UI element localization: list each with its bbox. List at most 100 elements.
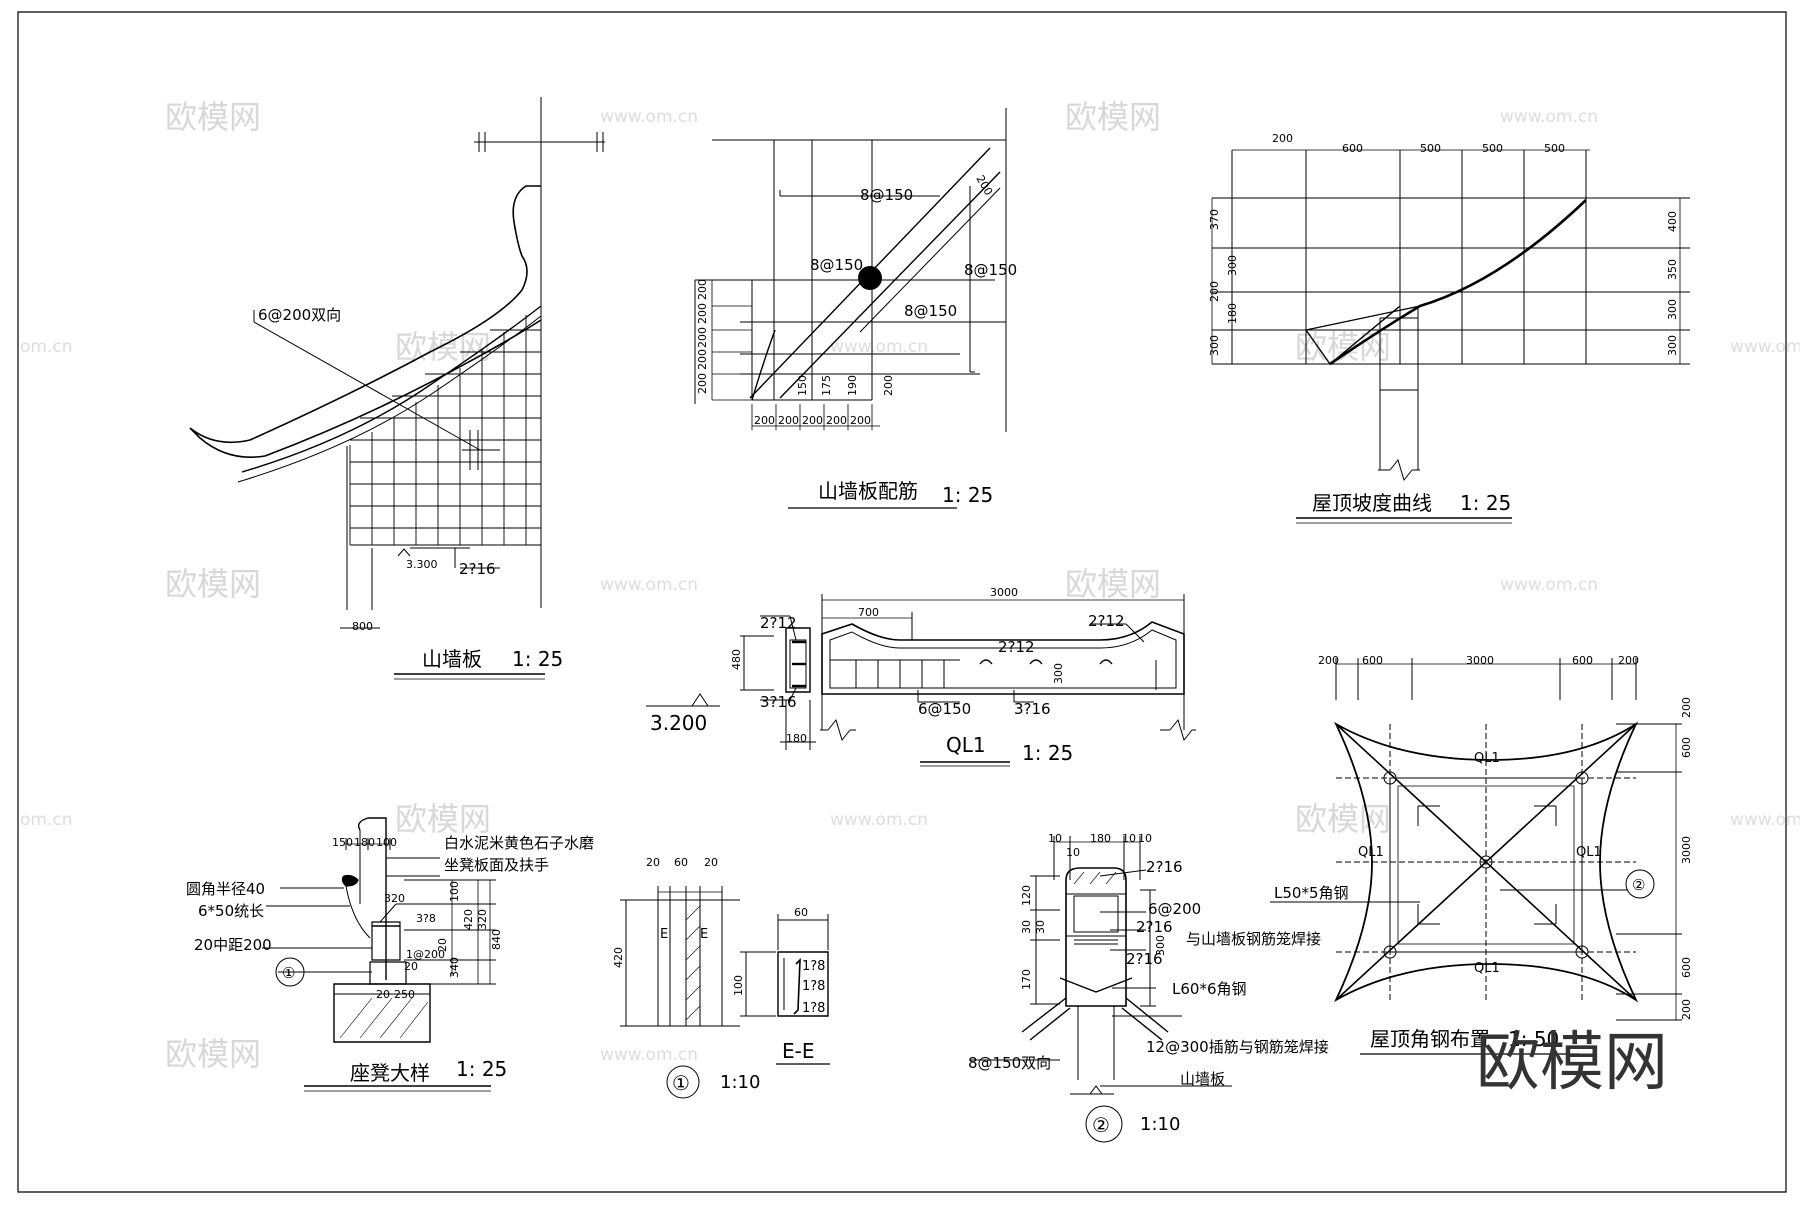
drawing-detail1: 20 60 20 420 E E 60 100 1?8 1?8 1?8 E-E …: [612, 856, 830, 1098]
dim-label: 3?8: [416, 912, 436, 925]
dim-right: 300: [1666, 335, 1679, 356]
dim-left: 200: [696, 279, 709, 300]
watermark-url: www.om.cn: [830, 337, 928, 357]
watermark-url: www.om.cn: [600, 575, 698, 595]
drawing-jiaogang: 200 600 3000 600 200 200 600 3000 600 20…: [1270, 654, 1693, 1054]
dim-right: 3000: [1680, 836, 1693, 864]
dim-lines: [712, 280, 880, 430]
dim-inner: 175: [820, 375, 833, 396]
dim-right: 300: [1154, 935, 1167, 956]
watermark-url: www.om.cn: [1500, 575, 1598, 595]
dim-label: 420: [462, 909, 475, 930]
rebar-label: 8@150: [904, 302, 957, 320]
cap-hatch: [1074, 872, 1116, 884]
watermark-brand: 欧模网: [1295, 800, 1391, 838]
watermark-url: www.om.cn: [1730, 337, 1800, 357]
brand-logo: 欧模网: [1476, 1026, 1668, 1100]
watermark-layer: 欧模网 www.om.cn 欧模网 www.om.cn om.cn 欧模网 ww…: [20, 98, 1800, 1073]
dim-top: 180: [1090, 832, 1111, 845]
dim-left: 200: [696, 303, 709, 324]
rebar-label: 2?12: [998, 638, 1035, 656]
dim-right: 600: [1680, 737, 1693, 758]
section-dim: 60: [794, 906, 808, 919]
rebar-note: 8@150双向: [968, 1054, 1051, 1072]
rebar-label: 8@150: [860, 186, 913, 204]
dim-left: 200: [696, 327, 709, 348]
dim-top: 180: [354, 836, 375, 849]
drawing-zuodeng: 白水泥米黄色石子水磨 坐凳板面及扶手 圆角半径40 6*50统长 20中距200…: [186, 818, 594, 1091]
beam-label: QL1: [1474, 751, 1500, 766]
drawing-scale: 1: 50: [1508, 1027, 1559, 1051]
dim-top: 200: [1318, 654, 1339, 667]
watermark-brand: 欧模网: [1065, 565, 1161, 603]
watermark-brand: 欧模网: [165, 565, 261, 603]
watermark-brand: 欧模网: [165, 1035, 261, 1073]
watermark-brand: 欧模网: [395, 328, 491, 366]
dim-top: 600: [1342, 142, 1363, 155]
rebar-note: 2?16: [1126, 950, 1163, 968]
dim-left: 170: [1020, 969, 1033, 990]
watermark-brand: 欧模网: [165, 98, 261, 136]
rebar-joint-dot: [858, 266, 882, 290]
detail-mark: ②: [1092, 1113, 1110, 1137]
dim-right: 200: [1680, 999, 1693, 1020]
dim-bottom: 200: [850, 414, 871, 427]
detail-mark: ①: [672, 1071, 690, 1095]
angle-steel-note: L50*5角钢: [1274, 884, 1349, 902]
bar-note: 6*50统长: [198, 902, 264, 920]
drawing-peijin: 8@150 8@150 8@150 8@150 200 200 200 200 …: [695, 108, 1017, 508]
dim-label: 250: [394, 988, 415, 1001]
section-title: E-E: [782, 1039, 815, 1063]
dim-left: 30: [1034, 920, 1047, 934]
section-label: 1?8: [802, 1001, 825, 1016]
dim-inner: 150: [796, 375, 809, 396]
drawing-title: 屋顶角钢布置: [1370, 1027, 1490, 1051]
dim-bottom: 200: [826, 414, 847, 427]
watermark-url: www.om.cn: [1500, 107, 1598, 127]
dim-top: 10: [1048, 832, 1062, 845]
drawing-scale: 1:10: [1140, 1114, 1180, 1135]
rebar-note: 6@200双向: [258, 306, 341, 324]
ee-section: [778, 952, 828, 1016]
drawing-scale: 1: 25: [1022, 741, 1073, 765]
drawing-ql1: 3000 700 480 180 300 2?12 2?12 2?12 3?16…: [646, 586, 1196, 766]
dim-top: 60: [674, 856, 688, 869]
elevation-label: 3.300: [406, 558, 438, 571]
watermark-url: www.om.cn: [1730, 810, 1800, 830]
drawing-scale: 1: 25: [1460, 491, 1511, 515]
watermark-url: www.om.cn: [600, 107, 698, 127]
drawing-detail2: 10 180 10 10 10 120 30 30 170 300 2?16 6…: [968, 832, 1329, 1142]
finish-note: 坐凳板面及扶手: [444, 856, 549, 874]
cut-mark: E: [700, 927, 708, 942]
beam-label: QL1: [1358, 845, 1384, 860]
dim-label: 1@200: [406, 948, 445, 961]
wall-hatch: [686, 906, 700, 1020]
dim-label: 3000: [990, 586, 1018, 599]
drawing-scale: 1: 25: [512, 647, 563, 671]
dim-label: 100: [448, 881, 461, 902]
drawing-title: 座凳大样: [350, 1061, 430, 1085]
dim-top: 600: [1572, 654, 1593, 667]
dim-left: 200: [1208, 281, 1221, 302]
dim-label: 200: [973, 173, 995, 198]
rebar-label: 2?12: [760, 614, 797, 632]
dim-label: 840: [490, 929, 503, 950]
dim-right: 400: [1666, 211, 1679, 232]
dim-top: 100: [376, 836, 397, 849]
dim-top: 150: [332, 836, 353, 849]
section-label: 1?8: [802, 979, 825, 994]
spacing-note: 20中距200: [194, 936, 272, 954]
dim-top: 500: [1420, 142, 1441, 155]
watermark-url-edge: om.cn: [20, 337, 73, 357]
fillet-note: 圆角半径40: [186, 880, 265, 898]
dim-label: 340: [448, 957, 461, 978]
dim-left: 180: [1226, 303, 1239, 324]
footing-hatch: [340, 998, 428, 1038]
dim-right: 200: [1680, 697, 1693, 718]
dim-height: 420: [612, 947, 625, 968]
drawing-title: 山墙板: [422, 647, 482, 671]
rebar-label: 3?16: [760, 693, 797, 711]
dim-bottom: 200: [754, 414, 775, 427]
dim-top: 500: [1544, 142, 1565, 155]
elevation-label: 3.200: [650, 711, 707, 735]
